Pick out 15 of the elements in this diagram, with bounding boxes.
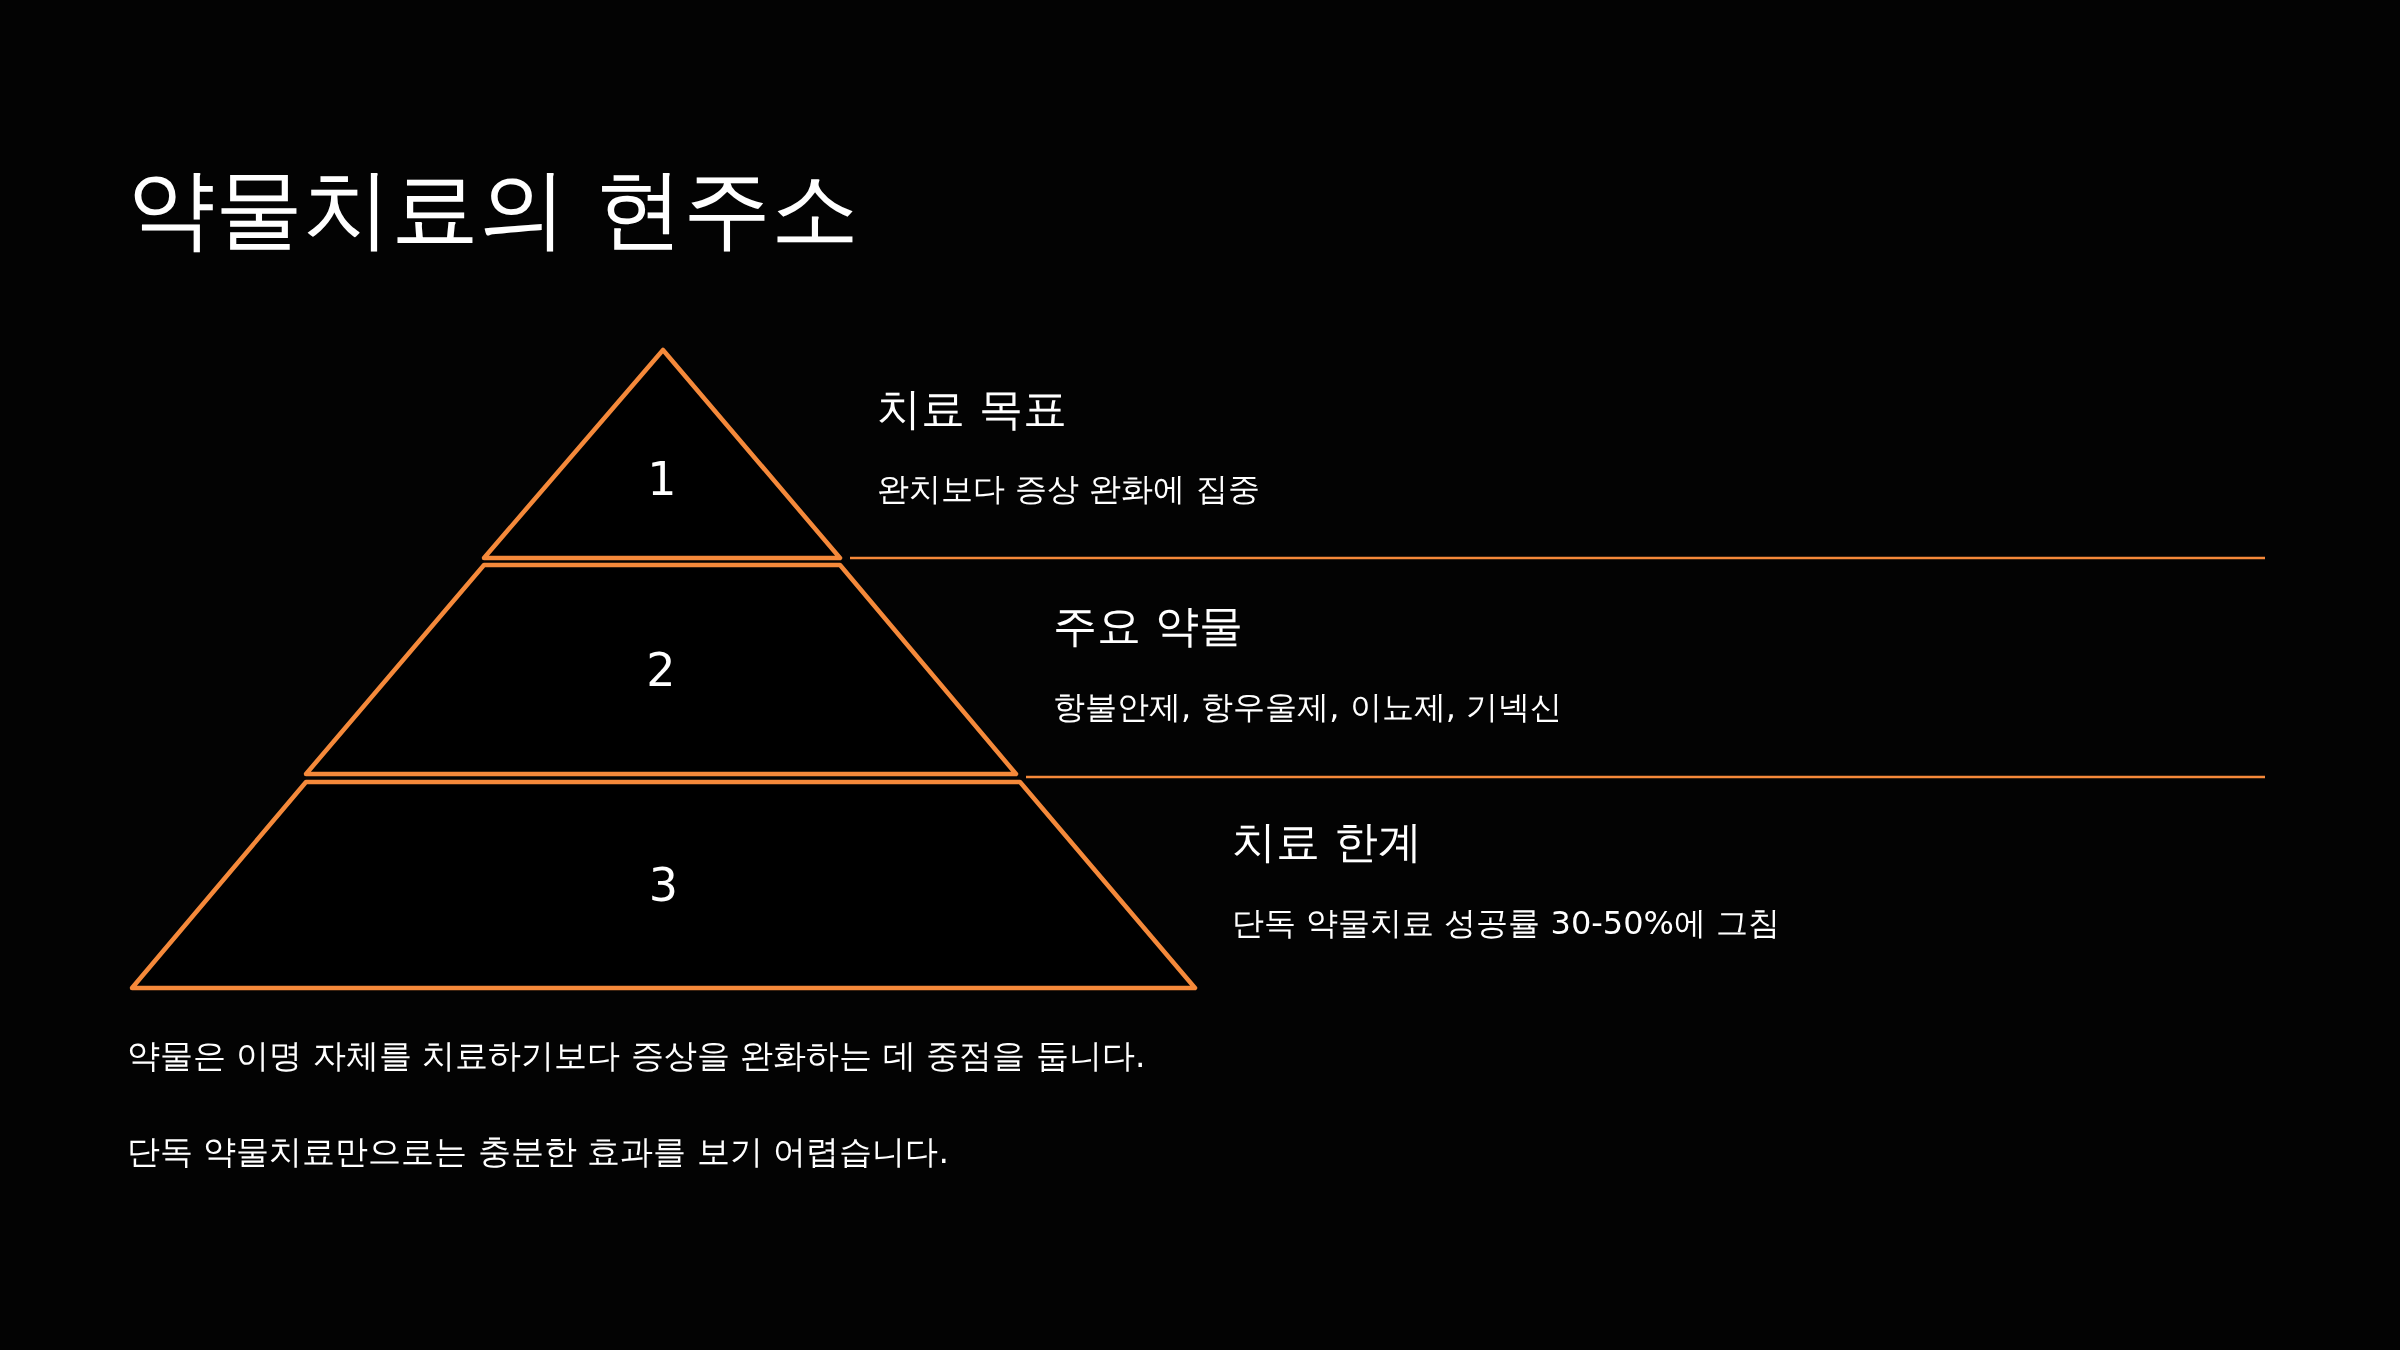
tier-description: 항불안제, 항우울제, 이뇨제, 기넥신: [1053, 687, 1563, 728]
tier-heading: 치료 한계: [1232, 815, 1422, 869]
tier-number: 1: [647, 451, 677, 506]
pyramid-tier: [132, 782, 1195, 988]
note-text: 단독 약물치료만으로는 충분한 효과를 보기 어렵습니다.: [127, 1131, 949, 1173]
tier-description: 단독 약물치료 성공률 30-50%에 그침: [1232, 903, 1781, 944]
note-text: 약물은 이명 자체를 치료하기보다 증상을 완화하는 데 중점을 둡니다.: [127, 1035, 1146, 1077]
tier-description: 완치보다 증상 완화에 집중: [877, 469, 1260, 510]
pyramid-tier: [484, 350, 840, 558]
pyramid-tier: [306, 565, 1016, 774]
tier-number: 2: [646, 642, 676, 697]
tier-heading: 치료 목표: [877, 382, 1067, 436]
title: 약물치료의 현주소: [127, 156, 859, 262]
tier-number: 3: [648, 858, 679, 912]
tier-heading: 주요 약물: [1053, 599, 1243, 653]
